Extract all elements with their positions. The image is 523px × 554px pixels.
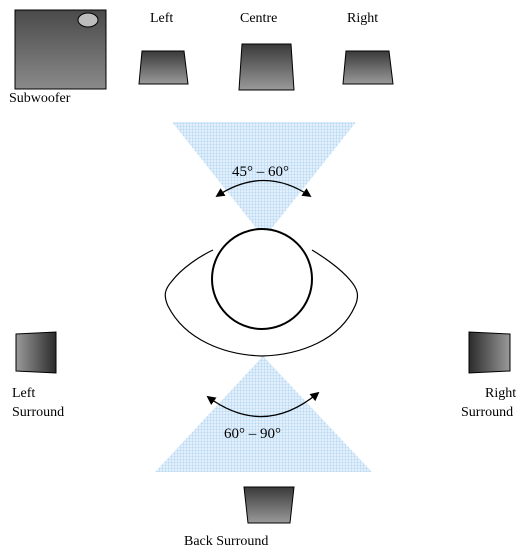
rear-listening-cone [155,356,372,472]
right-surround-speaker-icon [468,331,511,374]
right-surround-label-line1: Right [485,386,516,401]
rear-angle-arc [206,391,320,418]
right-surround-label-line2: Surround [461,405,513,420]
subwoofer-speaker-icon [14,9,107,90]
left-surround-speaker-icon [15,331,57,374]
front-angle-arc [215,179,312,198]
front-angle-label: 45° – 60° [232,164,289,180]
left-label: Left [150,11,173,26]
centre-label: Centre [240,11,277,26]
right-speaker-icon [342,50,394,85]
right-label: Right [347,11,378,26]
centre-speaker-icon [238,43,295,91]
subwoofer-label: Subwoofer [9,91,71,106]
back-surround-speaker-icon [243,486,295,524]
left-surround-label-line2: Surround [12,405,64,420]
left-speaker-icon [138,50,189,85]
back-surround-label: Back Surround [184,534,268,549]
listener-head-icon [164,228,359,357]
left-surround-label-line1: Left [12,386,35,401]
rear-angle-label: 60° – 90° [224,426,281,442]
